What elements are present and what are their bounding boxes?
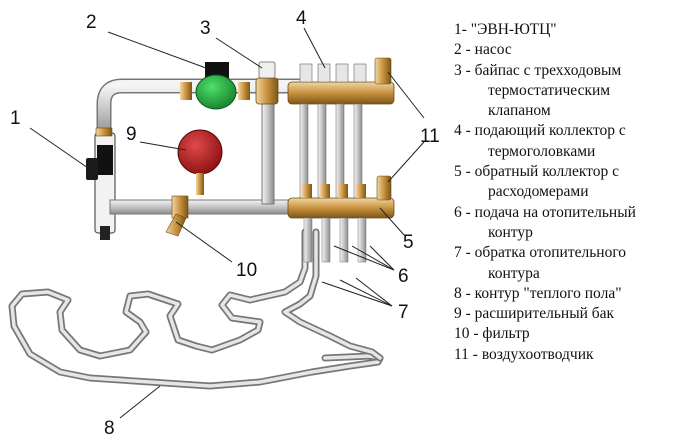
three-way-valve [255, 61, 279, 105]
legend-item-3-cont: термостатическим клапаном [454, 81, 698, 122]
underfloor-loop [8, 228, 384, 390]
callout-1: 1 [10, 108, 21, 129]
callout-numbers: 1 2 3 4 5 6 7 8 9 10 11 [10, 8, 440, 439]
filter [165, 195, 189, 237]
callout-8: 8 [104, 418, 115, 439]
callout-5: 5 [403, 232, 414, 253]
supply-pipe [95, 78, 300, 137]
legend-item-10: 10 - фильтр [454, 325, 530, 343]
callout-6: 6 [398, 266, 409, 287]
legend-continuation-line: термостатическим [488, 81, 611, 99]
legend-continuation-line: клапаном [488, 102, 551, 120]
legend: 1- "ЭВН-ЮТЦ" 2 - насос 3 - байпас с трех… [454, 20, 698, 365]
callout-2: 2 [86, 12, 97, 33]
callout-11: 11 [420, 126, 440, 147]
callout-10: 10 [236, 260, 257, 281]
electric-heater [86, 132, 116, 240]
callout-3: 3 [200, 18, 211, 39]
pump [180, 62, 250, 110]
expansion-tank [177, 129, 223, 195]
legend-item-8: 8 - контур "теплого пола" [454, 284, 622, 302]
callout-9: 9 [126, 124, 137, 145]
return-manifold [287, 175, 395, 263]
supply-manifold [287, 57, 395, 105]
leader-lines [29, 27, 425, 419]
legend-item-2: 2 - насос [454, 41, 512, 59]
legend-item-9: 9 - расширительный бак [454, 305, 615, 323]
legend-item-11: 11 - воздухоотводчик [454, 345, 594, 363]
bypass-pipe [261, 95, 275, 205]
callout-7: 7 [398, 302, 409, 323]
legend-item-1: 1- "ЭВН-ЮТЦ" [454, 21, 557, 38]
callout-4: 4 [296, 8, 307, 29]
